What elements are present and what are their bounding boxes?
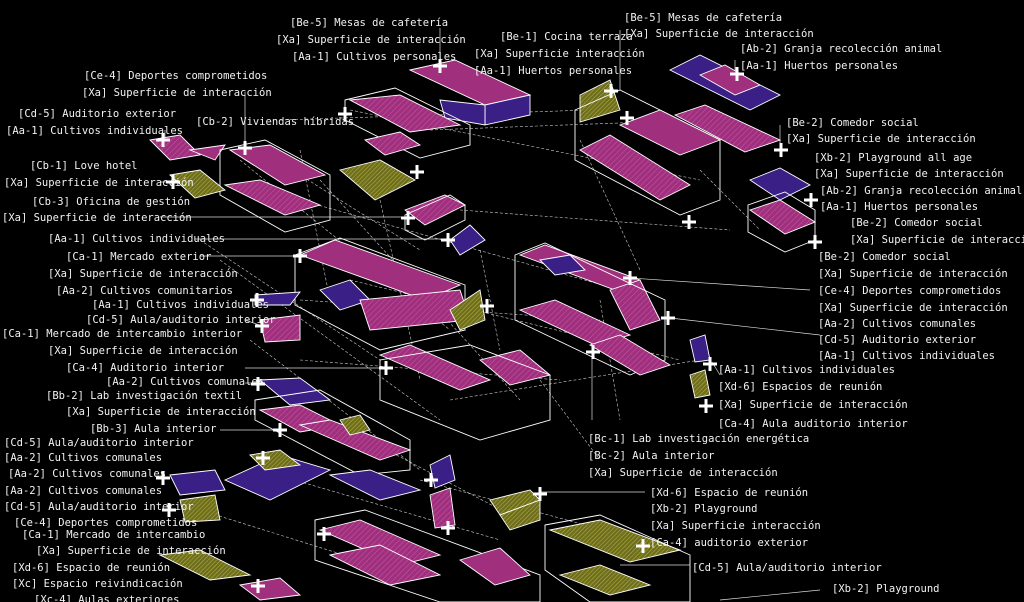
label: [Aa-1] Cultivos personales <box>292 51 456 63</box>
label: [Ab-2] Granja recolección animal <box>740 43 942 55</box>
label: [Ca-1] Mercado de intercambio interior <box>2 328 242 340</box>
label: [Bb-3] Aula interior <box>90 423 216 435</box>
label: [Ce-4] Deportes comprometidos <box>84 70 267 82</box>
module-b <box>574 54 816 253</box>
label: [Xa] Superficie interacción <box>650 520 821 532</box>
label: [Xa] Superficie de interacción <box>82 87 272 99</box>
label: [Xa] Superficie de interacción <box>588 467 778 479</box>
label: [Cd-5] Auditorio exterior <box>818 334 976 346</box>
label: [Aa-2] Cultivos comunales <box>818 318 976 330</box>
module-h <box>158 509 541 602</box>
label: [Xa] Superficie de interacción <box>48 268 238 280</box>
label: [Aa-2] Cultivos comunales <box>4 452 162 464</box>
label: [Bb-2] Lab investigación textil <box>46 390 242 402</box>
labels: [Be-5] Mesas de cafetería [Xa] Superfici… <box>2 12 1024 602</box>
label: [Cd-5] Auditorio exterior <box>18 108 176 120</box>
label: [Xd-6] Espacio de reunión <box>650 487 808 499</box>
label: [Cd-5] Aula/auditorio interior <box>86 314 276 326</box>
label: [Xa] Superficie de interacción <box>718 399 908 411</box>
label: [Aa-2] Cultivos comunitarios <box>56 285 233 297</box>
label: [Xa] Superficie de interacción <box>818 268 1008 280</box>
module-g <box>169 449 456 529</box>
module-f <box>254 344 551 476</box>
label: [Xa] Superficie de interacción <box>48 345 238 357</box>
label: [Ca-1] Mercado exterior <box>66 251 211 263</box>
label: [Xa] Superficie de interacción <box>36 545 226 557</box>
label: [Be-2] Comedor social <box>818 251 951 263</box>
label: [Bc-1] Lab investigación energética <box>588 433 809 445</box>
label: [Cb-2] Viviendas híbridas <box>196 116 354 128</box>
label: [Xa] Superficie de interacción <box>814 168 1004 180</box>
label: [Xa] Superficie de interacción <box>4 177 194 189</box>
label: [Xb-2] Playground <box>832 583 939 595</box>
label: [Cd-5] Aula/auditorio interior <box>4 501 194 513</box>
label: [Ce-4] Deportes comprometidos <box>818 285 1001 297</box>
label: [Ab-2] Granja recolección animal <box>820 185 1022 197</box>
label: [Xd-6] Espacio de reunión <box>12 562 170 574</box>
label: [Ca-4] auditorio exterior <box>650 537 808 549</box>
label: [Xa] Superficie de interacción <box>786 133 976 145</box>
label: [Aa-2] Cultivos comunales <box>8 468 166 480</box>
label: [Aa-2] Cultivos comunales <box>106 376 264 388</box>
label: [Xa] Superficie de interacción <box>2 212 192 224</box>
label: [Xc] Espacio reivindicación <box>12 578 183 590</box>
label: [Xa] Superficie de interacción <box>818 302 1008 314</box>
label: [Aa-1] Huertos personales <box>740 60 898 72</box>
label: [Be-2] Comedor social <box>786 117 919 129</box>
label: [Cd-5] Aula/auditorio interior <box>4 437 194 449</box>
label: [Aa-1] Cultivos individuales <box>48 233 225 245</box>
label: [Aa-1] Cultivos individuales <box>718 364 895 376</box>
label: [Be-2] Comedor social <box>850 217 983 229</box>
label: [Be-1] Cocina terraza <box>500 31 633 43</box>
label: [Aa-1] Huertos personales <box>820 201 978 213</box>
label: [Cb-1] Love hotel <box>30 160 137 172</box>
label: [Xb-2] Playground <box>650 503 757 515</box>
label: [Ce-4] Deportes comprometidos <box>14 517 197 529</box>
module-c <box>149 134 331 233</box>
label: [Bc-2] Aula interior <box>588 450 714 462</box>
module-d <box>254 224 486 351</box>
label: [Xa] Superficie de interacción <box>850 234 1024 246</box>
label: [Aa-1] Huertos personales <box>474 65 632 77</box>
label: [Aa-2] Cultivos comunales <box>4 485 162 497</box>
label: [Ca-1] Mercado de intercambio <box>22 529 205 541</box>
label: [Xa] Superficie de interacción <box>276 34 466 46</box>
label: [Cd-5] Aula/auditorio interior <box>692 562 882 574</box>
label: [Xa] Superficie de interacción <box>66 406 256 418</box>
label: [Cb-3] Oficina de gestión <box>32 196 190 208</box>
label: [Ca-4] Auditorio interior <box>66 362 224 374</box>
plus-markers <box>156 59 822 593</box>
label: [Be-5] Mesas de cafetería <box>624 12 782 24</box>
label: [Xa] Superficie de interacción <box>624 28 814 40</box>
label: [Ca-4] Aula auditorio interior <box>718 418 908 430</box>
label: [Xb-2] Playground all age <box>814 152 972 164</box>
label: [Aa-1] Cultivos individuales <box>92 299 269 311</box>
module-i <box>489 489 691 602</box>
label: [Xc-4] Aulas exteriores <box>34 594 179 602</box>
label: [Aa-1] Cultivos individuales <box>6 125 183 137</box>
label: [Xd-6] Espacios de reunión <box>718 381 882 393</box>
label: [Xa] Superficie interacción <box>474 48 645 60</box>
label: [Be-5] Mesas de cafetería <box>290 17 448 29</box>
label: [Aa-1] Cultivos individuales <box>818 350 995 362</box>
leader-lines <box>155 28 821 601</box>
